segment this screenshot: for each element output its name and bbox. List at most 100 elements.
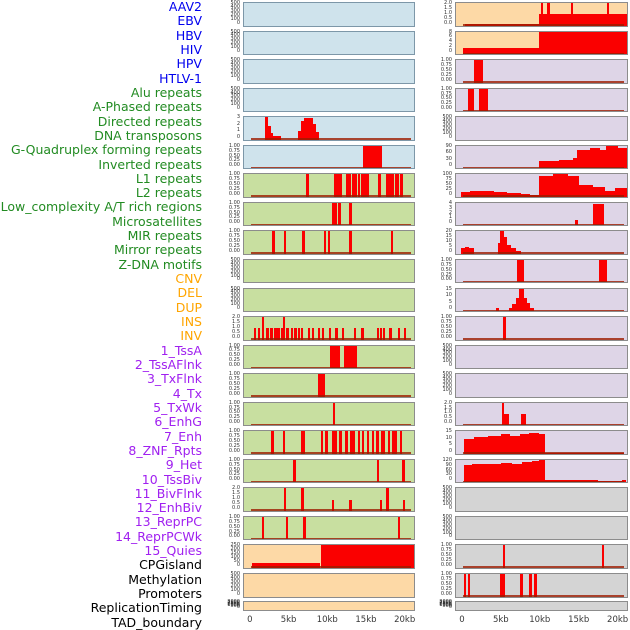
y-axis-tick-label: 0.50 xyxy=(440,323,452,330)
track-panel xyxy=(243,30,415,56)
data-bar xyxy=(346,174,352,197)
track-panel xyxy=(455,401,628,427)
track-panel xyxy=(243,173,415,198)
track-panel xyxy=(243,601,415,611)
track-label: 15_Quies xyxy=(144,543,202,559)
data-bar xyxy=(376,328,380,340)
y-axis-tick-label: 0.75 xyxy=(440,261,452,268)
y-axis-tick-label: 100 xyxy=(230,554,240,561)
track-panel xyxy=(455,144,628,170)
data-bar xyxy=(538,31,627,55)
y-axis-tick-label: 0.25 xyxy=(228,157,240,164)
y-axis-tick-label: 1.00 xyxy=(228,456,240,463)
data-bar xyxy=(350,431,355,454)
y-axis-tick-label: 400 xyxy=(230,32,240,39)
y-axis-tick-label: 0.75 xyxy=(228,347,240,354)
data-bar xyxy=(380,431,386,454)
data-bar xyxy=(501,402,505,426)
y-axis-tick-label: 0.50 xyxy=(228,152,240,159)
y-axis-tick-label: 2 xyxy=(236,120,240,127)
data-bar xyxy=(503,237,508,254)
data-bar xyxy=(526,303,531,311)
signal-baseline xyxy=(250,566,411,568)
y-axis-tick-label: 200 xyxy=(442,525,452,532)
y-axis-tick-label: 0.75 xyxy=(440,61,452,68)
data-bar xyxy=(380,499,383,511)
signal-baseline xyxy=(462,223,624,226)
data-bar xyxy=(349,499,352,511)
data-bar xyxy=(320,545,414,568)
data-bar xyxy=(617,148,627,169)
track-panel xyxy=(455,373,628,398)
data-bar xyxy=(398,328,401,340)
y-axis-tick-label: 0.00 xyxy=(228,476,240,483)
y-axis-tick-label: 1500 xyxy=(439,601,452,608)
y-axis-tick-label: 1.0 xyxy=(232,323,240,330)
y-axis-tick-label: 0 xyxy=(448,247,452,254)
data-bar xyxy=(331,431,337,454)
track-label: 9_Het xyxy=(165,457,202,473)
y-axis-tick-label: 0 xyxy=(448,533,452,540)
data-bar xyxy=(371,431,374,454)
track-label: DNA transposons xyxy=(94,127,202,143)
y-axis-tick-label: 0.00 xyxy=(228,162,240,169)
data-bar xyxy=(377,174,382,197)
y-axis-tick-label: 100 xyxy=(230,272,240,279)
x-axis-tick-label: 5kb xyxy=(280,615,297,625)
signal-baseline xyxy=(462,81,624,83)
track-label: MIR repeats xyxy=(127,228,202,244)
data-bar xyxy=(331,499,335,511)
y-axis-tick-label: 8 xyxy=(448,28,452,35)
data-bar xyxy=(265,117,268,140)
track-label: 10_TssBiv xyxy=(141,471,202,487)
signal-baseline xyxy=(462,595,624,597)
y-axis-tick-label: 0.75 xyxy=(440,547,452,554)
y-axis-tick-label: 15 xyxy=(445,233,452,240)
y-axis-tick-label: 1.00 xyxy=(440,85,452,92)
track-label: Directed repeats xyxy=(97,113,202,129)
signal-baseline xyxy=(462,252,624,254)
data-bar xyxy=(285,516,289,540)
data-bar xyxy=(307,328,310,340)
y-axis-tick-label: 0.75 xyxy=(228,461,240,468)
data-bar xyxy=(600,149,606,169)
track-label: DUP xyxy=(175,299,202,315)
data-bar xyxy=(568,176,580,197)
y-axis-tick-label: 1.00 xyxy=(228,142,240,149)
data-bar xyxy=(325,431,328,454)
data-bar xyxy=(321,328,325,340)
data-bar xyxy=(253,328,257,340)
y-axis-tick-label: 0.75 xyxy=(440,575,452,582)
data-bar xyxy=(297,328,301,340)
x-axis-tick-label: 0 xyxy=(247,615,253,625)
y-axis-tick-label: 0.25 xyxy=(228,385,240,392)
signal-baseline xyxy=(250,395,411,397)
y-axis-tick-label: 0.75 xyxy=(228,376,240,383)
data-bar xyxy=(538,434,545,454)
y-axis-tick-label: 0 xyxy=(448,504,452,511)
track-label: L2 repeats xyxy=(135,185,202,201)
y-axis-tick-label: 1000 xyxy=(439,602,452,609)
track-panel xyxy=(455,544,628,569)
track-panel xyxy=(455,430,628,455)
data-bar xyxy=(281,328,284,340)
y-axis-tick-label: 500 xyxy=(442,114,452,121)
data-bar xyxy=(487,463,502,483)
data-bar xyxy=(277,328,281,340)
data-bar xyxy=(464,574,467,597)
data-bar xyxy=(273,136,282,140)
data-bar xyxy=(538,14,627,26)
y-axis-tick-label: 0.75 xyxy=(440,90,452,97)
track-panel xyxy=(243,2,415,27)
y-axis-tick-label: 0.25 xyxy=(228,243,240,250)
y-axis-tick-label: 200 xyxy=(230,97,240,104)
track-label: A-Phased repeats xyxy=(92,99,202,115)
y-axis-tick-label: 0 xyxy=(448,219,452,226)
y-axis-tick-label: 500 xyxy=(442,485,452,492)
signal-baseline xyxy=(250,138,411,140)
data-bar xyxy=(317,374,326,397)
data-bar xyxy=(303,516,306,540)
data-bar xyxy=(510,248,516,254)
data-bar xyxy=(311,328,315,340)
data-bar xyxy=(261,317,265,340)
